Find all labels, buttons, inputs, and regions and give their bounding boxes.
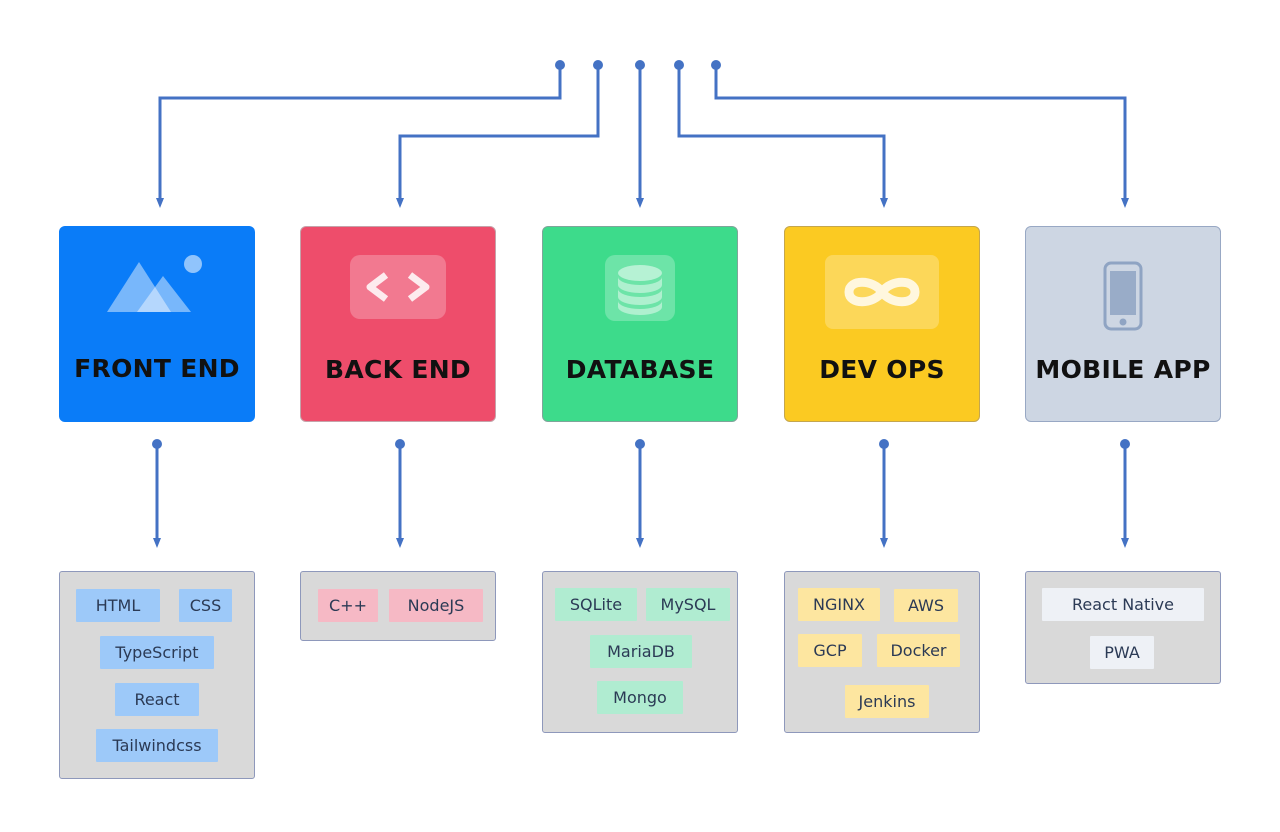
card-back-end: BACK END <box>300 226 496 422</box>
tech-chip: MariaDB <box>590 635 692 668</box>
card-title: MOBILE APP <box>1035 355 1211 384</box>
tech-chip: React <box>115 683 199 716</box>
connector-dot <box>555 60 565 70</box>
panel-back-end: C++ NodeJS <box>300 571 496 641</box>
connector-dot <box>879 439 889 449</box>
panel-database: SQLite MySQL MariaDB Mongo <box>542 571 738 733</box>
card-database: DATABASE <box>542 226 738 422</box>
connector-dot <box>635 439 645 449</box>
connector-dot <box>395 439 405 449</box>
tech-chip: Mongo <box>597 681 683 714</box>
tech-chip: TypeScript <box>100 636 214 669</box>
tech-chip: NGINX <box>798 588 880 621</box>
tech-chip: AWS <box>894 589 958 622</box>
tech-chip: React Native <box>1042 588 1204 621</box>
connector-dot <box>152 439 162 449</box>
connector-back-end <box>396 65 600 208</box>
card-title: DATABASE <box>565 355 715 384</box>
tech-chip: Jenkins <box>845 685 929 718</box>
tech-chip: HTML <box>76 589 160 622</box>
card-title: DEV OPS <box>819 355 945 384</box>
code-icon <box>350 255 446 324</box>
connector-dot <box>1120 439 1130 449</box>
panel-mobile-app: React Native PWA <box>1025 571 1221 684</box>
connector-mobile-app <box>714 65 1129 208</box>
card-title: BACK END <box>325 355 471 384</box>
connector-dev-ops <box>677 65 888 208</box>
panel-dev-ops: NGINX AWS GCP Docker Jenkins <box>784 571 980 733</box>
tech-chip: NodeJS <box>389 589 483 622</box>
connector-dot <box>593 60 603 70</box>
image-icon <box>107 254 207 321</box>
database-icon <box>605 255 675 326</box>
tech-chip: C++ <box>318 589 378 622</box>
card-front-end: FRONT END <box>59 226 255 422</box>
tech-chip: GCP <box>798 634 862 667</box>
card-mobile-app: MOBILE APP <box>1025 226 1221 422</box>
tech-chip: SQLite <box>555 588 637 621</box>
tech-chip: MySQL <box>646 588 730 621</box>
panel-front-end: HTML CSS TypeScript React Tailwindcss <box>59 571 255 779</box>
tech-chip: Docker <box>877 634 960 667</box>
tech-chip: PWA <box>1090 636 1154 669</box>
infinity-icon <box>825 255 939 334</box>
tech-chip: CSS <box>179 589 232 622</box>
card-dev-ops: DEV OPS <box>784 226 980 422</box>
connector-dot <box>711 60 721 70</box>
connector-dot <box>635 60 645 70</box>
card-title: FRONT END <box>74 354 240 383</box>
smartphone-icon <box>1103 261 1143 336</box>
connector-front-end <box>156 65 562 208</box>
connector-dot <box>674 60 684 70</box>
tech-chip: Tailwindcss <box>96 729 218 762</box>
